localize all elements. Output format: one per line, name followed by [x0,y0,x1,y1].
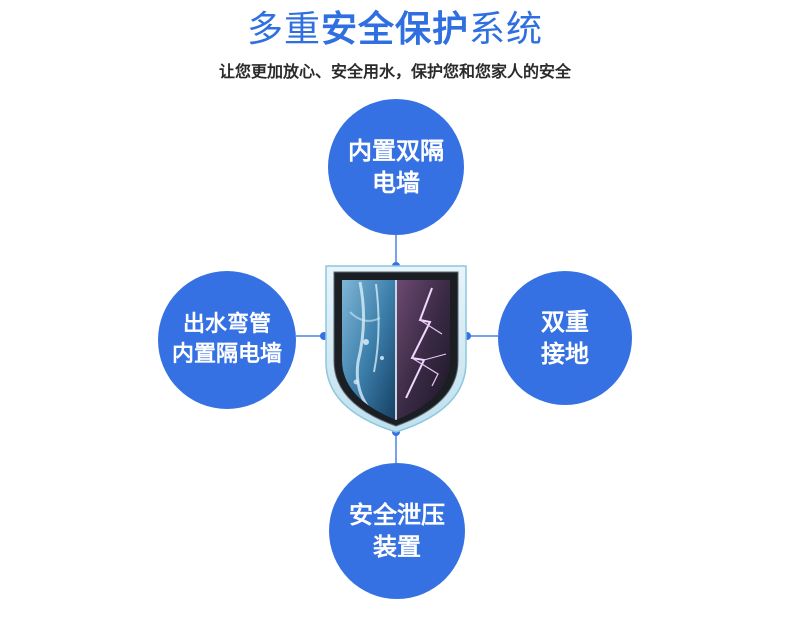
page-subtitle: 让您更加放心、安全用水，保护您和您家人的安全 [218,62,571,81]
feature-right-line-2: 接地 [541,339,589,368]
feature-right-line-1: 双重 [541,306,589,336]
feature-circle-pressure-relief: 安全泄压 装置 [329,463,465,599]
title-part-3: 系统 [469,9,544,50]
feature-circle-outlet-pipe-insulation: 出水弯管 内置隔电墙 [158,271,296,409]
feature-top-line-2: 电墙 [372,168,420,197]
feature-circle-double-insulation-wall: 内置双隔 电墙 [328,99,464,235]
feature-circle-double-grounding: 双重 接地 [498,271,632,405]
feature-left-line-1: 出水弯管 [182,311,271,338]
title-part-1: 多重 [246,9,321,50]
feature-bottom-line-1: 安全泄压 [349,499,445,529]
feature-left-line-2: 内置隔电墙 [171,341,282,367]
shield-water-lightning-icon [320,262,472,438]
feature-top-line-1: 内置双隔 [348,135,444,165]
title-part-2: 安全保护 [320,9,469,50]
page-title: 多重安全保护系统 [0,6,790,54]
feature-bottom-line-2: 装置 [373,532,421,561]
